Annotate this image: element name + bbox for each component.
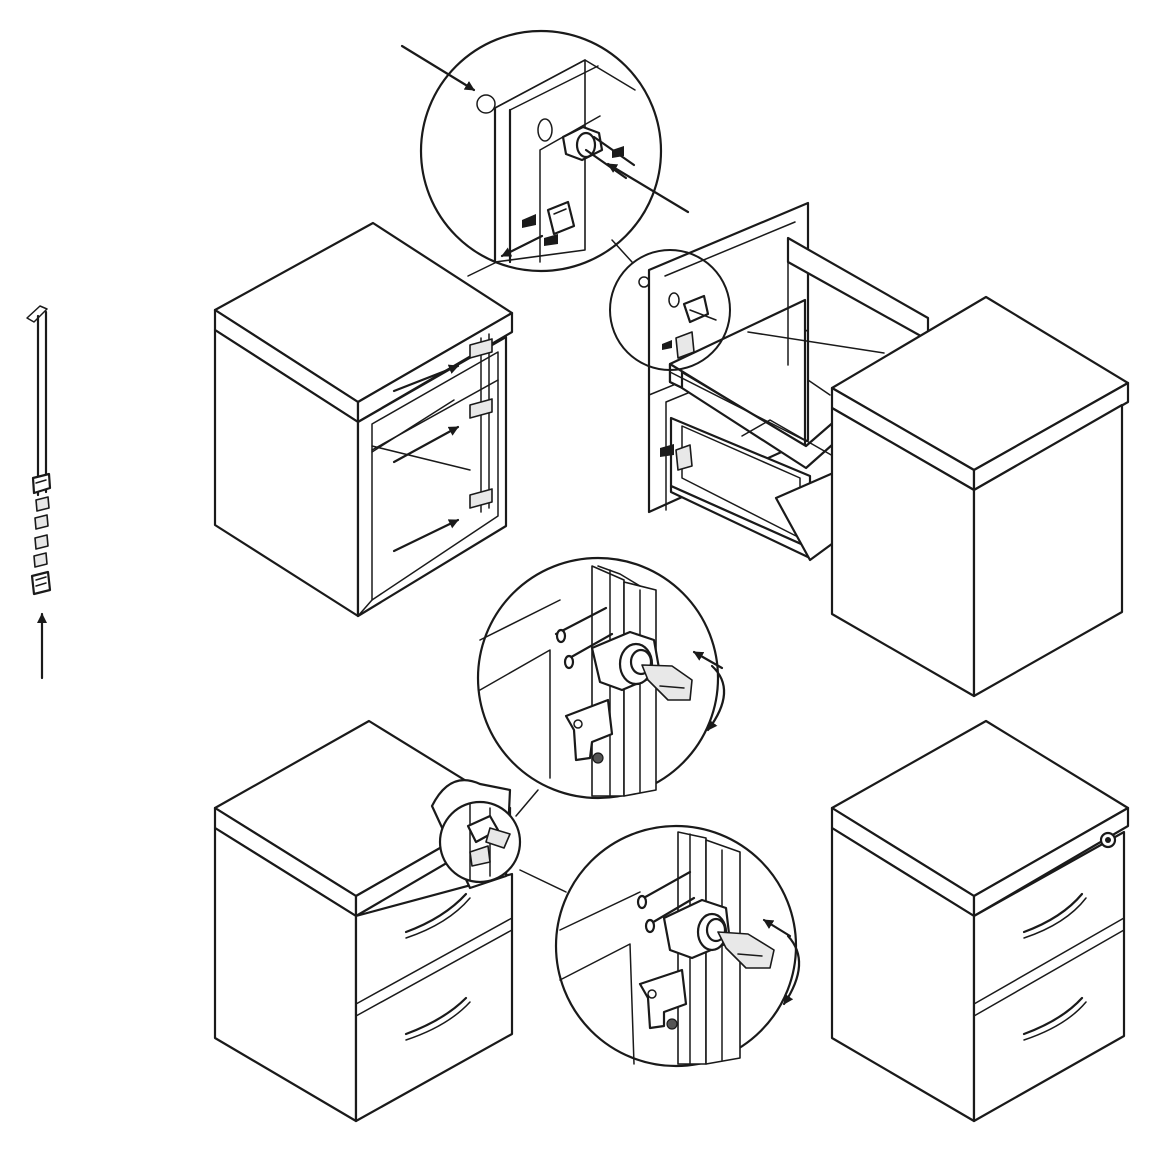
lock-bracket-icon (546, 200, 576, 236)
arrow-icon (392, 518, 460, 553)
lock-bracket-icon (34, 514, 49, 530)
arrow-icon (692, 650, 724, 670)
drawer-handle-upper (404, 892, 468, 934)
hole-plug-icon (638, 276, 650, 288)
key-icon (641, 664, 693, 701)
lower-drawer-box (660, 416, 842, 562)
screw-icon (522, 214, 536, 228)
screw-icon (544, 234, 558, 246)
lock-rod-parts (26, 305, 52, 680)
lock-bracket-icon (638, 968, 688, 1030)
arrow-icon (500, 234, 544, 258)
screw-icon (612, 146, 624, 158)
lock-bracket-icon (30, 570, 52, 596)
arrow-icon (392, 364, 460, 393)
detail-lock-small (438, 800, 522, 884)
lock-bracket-icon (33, 552, 48, 568)
lock-bracket-icon (675, 331, 695, 359)
cabinet-with-drawers-unlocking (213, 719, 514, 1123)
lock-rod-icon (26, 305, 52, 497)
cabinet-carcass (213, 221, 514, 618)
hole-plug-icon (476, 94, 496, 114)
screw-icon (662, 340, 672, 350)
arrow-icon (392, 425, 460, 464)
screw-icon (660, 444, 674, 457)
lock-bracket-icon (34, 534, 49, 550)
cabinet-carcass-closed (830, 295, 1130, 698)
arrow-icon (706, 664, 726, 732)
lock-cylinder-icon (590, 630, 662, 692)
lock-bracket-icon (564, 698, 614, 764)
lock-bracket-icon (35, 496, 50, 512)
cabinet-assembled (830, 719, 1130, 1123)
arrow-icon (400, 44, 476, 92)
drawer-handle-upper (1022, 892, 1084, 934)
detail-lock-mount-drawer (609, 249, 731, 371)
arrow-icon (762, 918, 792, 938)
detail-key-turn-lower (554, 824, 801, 1068)
upper-drawer-box (668, 236, 930, 470)
detail-key-turn-upper (476, 556, 726, 800)
key-icon (717, 931, 775, 969)
lock-cylinder-icon (561, 125, 636, 180)
arrow-icon (782, 934, 801, 1006)
drawer-handle-lower (1022, 996, 1084, 1036)
drawer-handle-lower (404, 996, 468, 1036)
arrow-icon (606, 162, 690, 214)
detail-lock-mount-top (400, 29, 690, 273)
